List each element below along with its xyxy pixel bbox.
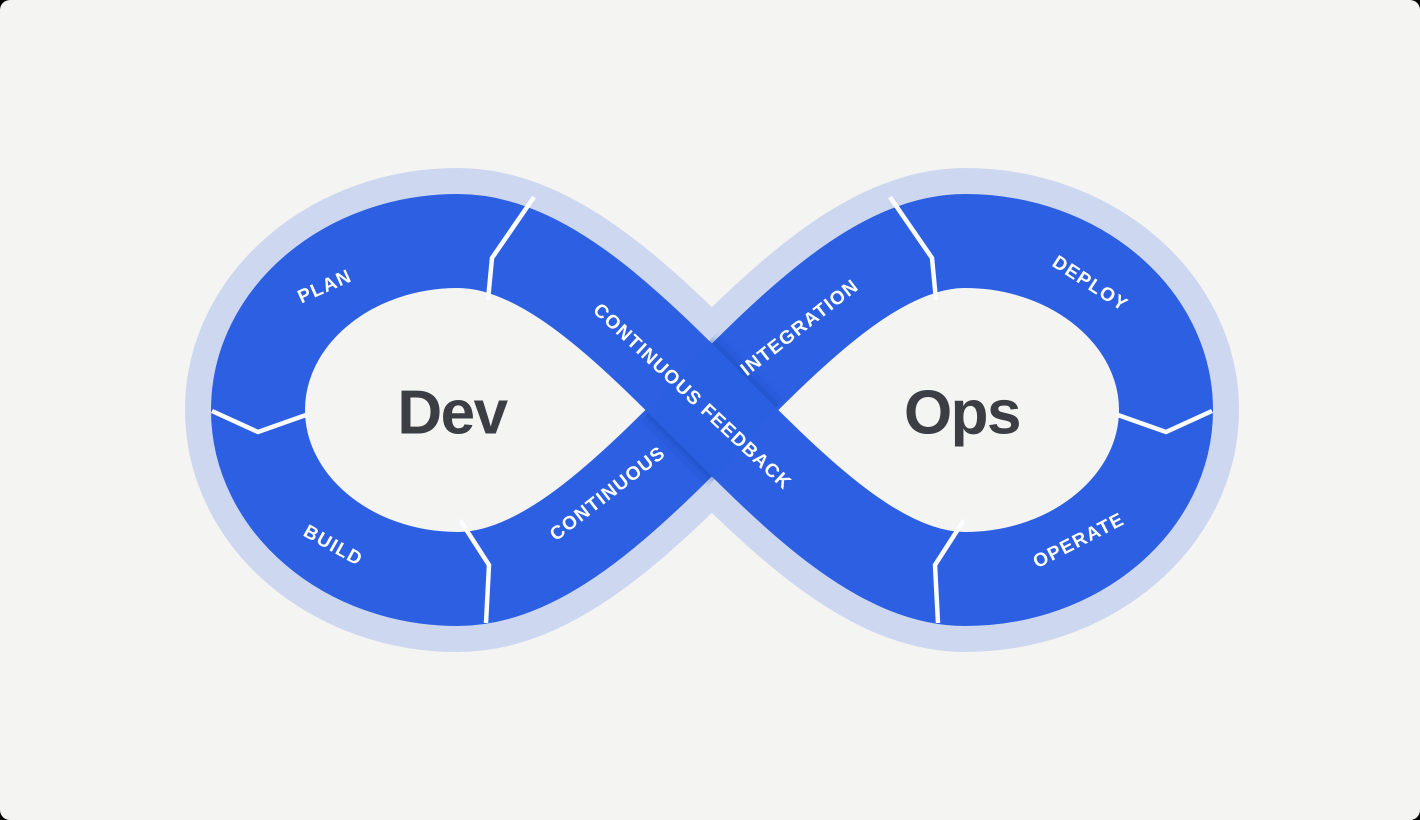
divider-operate-feedback xyxy=(932,518,966,624)
infinity-band xyxy=(210,193,1214,627)
divider-deploy-operate xyxy=(1117,408,1213,435)
divider-integration-deploy xyxy=(888,195,939,301)
ops-label: Ops xyxy=(904,379,1020,448)
divider-build-integration xyxy=(458,518,492,624)
dev-label: Dev xyxy=(397,379,508,448)
divider-plan-build xyxy=(211,408,307,435)
divider-plan-feedback xyxy=(485,195,536,301)
